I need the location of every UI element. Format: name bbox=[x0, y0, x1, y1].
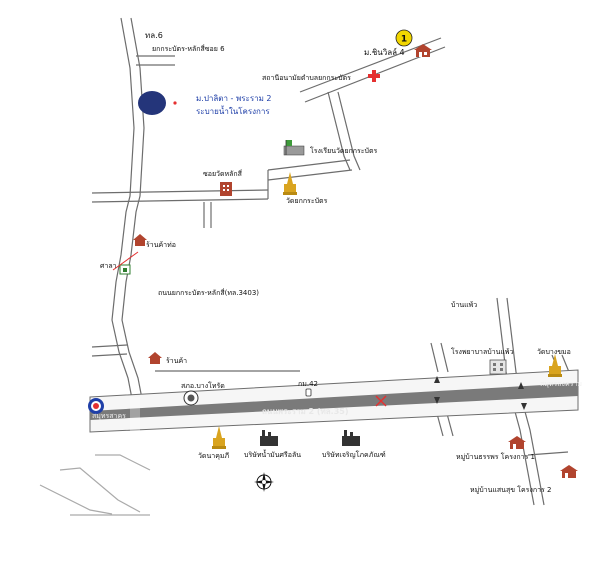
km-post-icon bbox=[305, 388, 312, 397]
label-soi-wat-lak-si: ซอยวัดหลักสี่ bbox=[203, 169, 243, 178]
label-police-station: สภอ.บางโทรัด bbox=[181, 381, 225, 390]
home-icon bbox=[414, 44, 432, 57]
label-temple-kumphee: วัดนาคุมภี bbox=[198, 452, 229, 460]
school-icon bbox=[283, 140, 305, 156]
label-road-3403: ถนนยกกระบัตร-หลักสี่(ทล.3403) bbox=[158, 288, 259, 297]
first-aid-cross-icon bbox=[368, 70, 380, 82]
label-health-station: สถานีอนามัยตำบลยกกระบัตร bbox=[262, 74, 351, 82]
home-icon bbox=[148, 352, 162, 364]
hospital-building-icon bbox=[489, 359, 507, 375]
location-marker-number: 1 bbox=[401, 35, 407, 45]
label-village-a: หมู่บ้านธรรพร โครงการ 1 bbox=[456, 452, 535, 461]
label-shop-2: ร้านค้า bbox=[166, 357, 187, 365]
label-pond-line2: ระบายน้ำในโครงการ bbox=[196, 105, 270, 116]
highway-rama2 bbox=[89, 369, 579, 433]
map-labels: ทล.6 ยกกระบัตร-หลักสี่ซอย 6 ม.ชินวิลล์ 4… bbox=[92, 31, 582, 494]
label-factory-1: บริษัทน้ำมันศรีอลัน bbox=[244, 448, 301, 459]
retention-pond bbox=[138, 91, 166, 115]
home-icon bbox=[133, 234, 147, 246]
road-network bbox=[39, 17, 570, 516]
gas-station-icon bbox=[88, 398, 104, 414]
label-sala: ศาลา bbox=[100, 262, 117, 270]
sala-icon bbox=[119, 264, 131, 275]
label-school: โรงเรียนวัดยกกระบัตร bbox=[310, 146, 378, 155]
police-icon bbox=[183, 390, 199, 406]
location-marker-1[interactable]: 1 bbox=[395, 29, 413, 47]
home-icon bbox=[508, 436, 526, 449]
shop-building-icon bbox=[220, 182, 232, 196]
label-village-4: ม.ชินวิลล์ 4 bbox=[364, 47, 405, 57]
label-west-end: สมุทรสาคร bbox=[92, 412, 126, 420]
label-soi-6: ยกกระบัตร-หลักสี่ซอย 6 bbox=[152, 44, 225, 53]
direction-arrows bbox=[434, 376, 527, 410]
label-highway: ถนนพระราม 2 (ทล.35) bbox=[262, 407, 349, 416]
label-hospital: โรงพยาบาลบ้านแพ้ว bbox=[451, 347, 514, 356]
red-cross-mark bbox=[375, 395, 387, 407]
label-ban-phaeng: บ้านแพ้ว bbox=[451, 301, 477, 309]
label-east-end: สมุทรสงคราม bbox=[540, 380, 582, 388]
label-kor-mor-6: ทล.6 bbox=[145, 31, 163, 40]
home-icon bbox=[560, 465, 578, 478]
label-temple-bang: วัดบางขมอ bbox=[537, 348, 571, 356]
label-pond-line1: ม.ปาลิตา - พระราม 2 bbox=[196, 94, 272, 103]
label-temple-yokkrabat: วัดยกกระบัตร bbox=[286, 197, 328, 205]
label-kor-mor-42: กม.42 bbox=[298, 380, 318, 388]
label-factory-2: บริษัทเจริญโภคภัณฑ์ bbox=[322, 450, 386, 459]
pond-marker-dot bbox=[173, 101, 177, 105]
label-village-b: หมู่บ้านแสนสุข โครงการ 2 bbox=[470, 485, 551, 494]
compass-icon bbox=[254, 472, 274, 492]
temple-icon bbox=[283, 172, 297, 195]
red-pointer-line bbox=[112, 251, 139, 271]
temple-icon bbox=[548, 354, 562, 377]
factory-icon bbox=[342, 430, 360, 446]
temple-icon bbox=[212, 426, 226, 449]
label-shop-1: ร้านค้าท่อ bbox=[146, 241, 176, 249]
factory-icon bbox=[260, 430, 278, 446]
